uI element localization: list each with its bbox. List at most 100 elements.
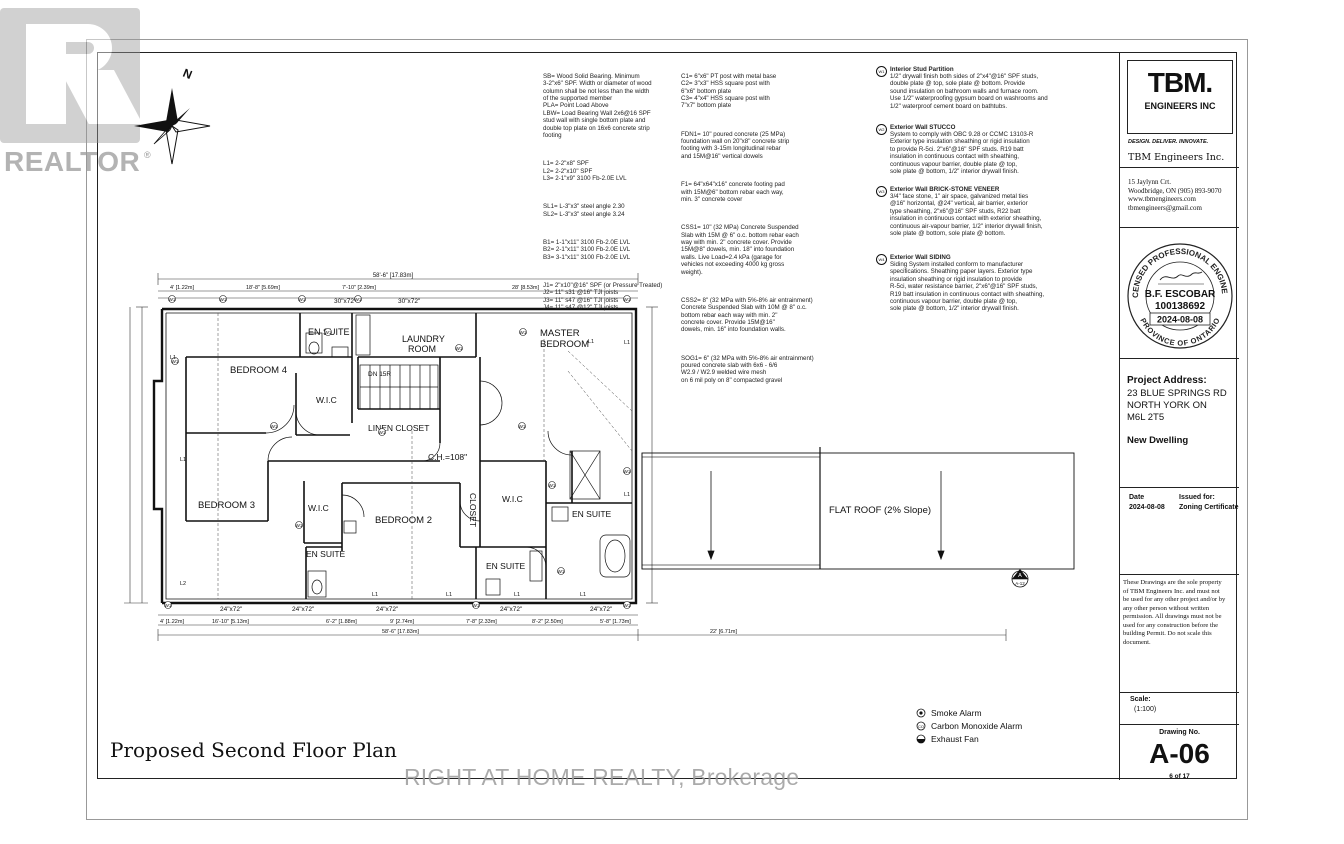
wall-body: 3/4" face stone, 1" air space, galvanize… xyxy=(890,193,1043,238)
room-laundry: LAUNDRY ROOM xyxy=(402,334,447,354)
window-tag: W1 xyxy=(325,330,332,335)
lintel-label: L1 xyxy=(170,355,176,361)
drawing-no-label: Drawing No. xyxy=(1159,729,1200,736)
scale-value: (1:100) xyxy=(1134,706,1157,713)
note-block: SB= Wood Solid Bearing. Minimum 3-2"x6" … xyxy=(543,72,652,140)
lintel-label: L1 xyxy=(580,592,586,598)
room-ensuite-left: EN SUITE xyxy=(306,549,346,559)
title-block: TBM. ENGINEERS INC DESIGN. DELIVER. INNO… xyxy=(1117,53,1239,780)
note-block: F1= 64"x64"x16" concrete footing pad wit… xyxy=(681,181,785,203)
room-master-line-1: MASTER xyxy=(540,328,580,339)
company-name: TBM Engineers Inc. xyxy=(1128,152,1225,163)
note-block: J1= 2"x10"@16" SPF (or Pressure Treated)… xyxy=(543,281,663,312)
legend-exhaust-fan: Exhaust Fan xyxy=(931,734,979,744)
note-block: L1= 2-2"x8" SPF L2= 2-2"x10" SPF L3= 2-1… xyxy=(543,160,627,183)
legend: Smoke Alarm CO Carbon Monoxide Alarm Exh… xyxy=(916,708,1022,744)
room-wic-1: W.I.C xyxy=(316,395,337,405)
date-value: 2024-08-08 xyxy=(1129,504,1165,511)
drawing-title: Proposed Second Floor Plan xyxy=(110,738,397,762)
project-address-line-2: NORTH YORK ON xyxy=(1127,400,1207,411)
project-address-line-3: M6L 2T5 xyxy=(1127,412,1165,423)
wall-tag-icon: W1 xyxy=(876,66,887,77)
window-bottom: 24"x72" xyxy=(292,606,315,613)
room-wic-2: W.I.C xyxy=(308,503,329,513)
lintel-labels: L1 L1 L1 L1 L1 L1 L1 L2 L1 L1 xyxy=(170,339,630,598)
section-sheet: A-12 xyxy=(1015,581,1025,586)
tagline: DESIGN. DELIVER. INNOVATE. xyxy=(1128,139,1209,145)
window-tag: W1 xyxy=(624,603,631,608)
window-tag: W1 xyxy=(624,469,631,474)
doors xyxy=(265,380,573,568)
dim-top-seg-1: 4' [1.22m] xyxy=(170,285,194,291)
note-block: CSS2= 8" (32 MPa with 5%-8% air entrainm… xyxy=(681,296,813,334)
window-tag: W1 xyxy=(624,297,631,302)
window-tag: W1 xyxy=(172,359,179,364)
window-tag: W1 xyxy=(549,483,556,488)
realtor-watermark: REALTOR ® xyxy=(0,0,170,190)
floor-plan-drawing: N 58'-6" [17.83m] 4' [1.22m] 18'-8" [5.6… xyxy=(110,66,1075,762)
scale-label: Scale: xyxy=(1130,696,1151,703)
lintel-label: L1 xyxy=(514,592,520,598)
realtor-wordmark: REALTOR xyxy=(4,146,141,177)
seal-date: 2024-08-08 xyxy=(1157,315,1203,325)
wall-title: Exterior Wall SIDING xyxy=(890,254,951,261)
window-top-1: 30"x72" xyxy=(334,298,357,305)
room-bedroom-4: BEDROOM 4 xyxy=(230,365,287,376)
window-tag: W1 xyxy=(379,430,386,435)
dim-top-seg-2: 18'-8" [5.69m] xyxy=(246,285,280,291)
project-address-label: Project Address: xyxy=(1127,375,1207,386)
bottom-dimension-lines xyxy=(124,306,1007,641)
wall-body: System to comply with OBC 9.28 or CCMC 1… xyxy=(890,131,1034,176)
overall-dim-top: 58'-6" [17.83m] xyxy=(373,273,414,279)
project-address-block: Project Address: 23 BLUE SPRINGS RD NORT… xyxy=(1120,359,1239,488)
window-tag: W1 xyxy=(296,523,303,528)
lintel-label: L2 xyxy=(180,581,186,587)
window-tag: W1 xyxy=(355,297,362,302)
room-master-line-2: BEDROOM xyxy=(540,339,589,350)
project-address-line-1: 23 BLUE SPRINGS RD xyxy=(1127,388,1227,399)
flat-roof xyxy=(641,447,1075,570)
note-block: SOG1= 6" (32 MPa with 5%-8% air entrainm… xyxy=(681,354,814,384)
seal-number: 100138692 xyxy=(1155,301,1205,312)
stair-label: DN 15R xyxy=(368,371,391,378)
bottom-window-labels: 24"x72" 24"x72" 24"x72" 24"x72" 24"x72" xyxy=(220,606,613,613)
date-label: Date xyxy=(1129,494,1145,501)
drawing-frame: TBM. ENGINEERS INC DESIGN. DELIVER. INNO… xyxy=(97,52,1239,780)
room-linen-closet: LINEN CLOSET xyxy=(368,423,429,433)
lintel-label: L1 xyxy=(446,592,452,598)
company-email: tbmengineers@gmail.com xyxy=(1128,203,1202,212)
legend-co-alarm: Carbon Monoxide Alarm xyxy=(931,721,1022,731)
section-marker-icon: A A-12 xyxy=(1011,569,1029,588)
note-block: CSS1= 10" (32 MPa) Concrete Suspended Sl… xyxy=(681,224,799,276)
note-block: FDN1= 10" poured concrete (25 MPa) found… xyxy=(681,130,790,160)
window-tag: W1 xyxy=(271,424,278,429)
window-tag: W1 xyxy=(519,424,526,429)
carbon-monoxide-alarm-icon xyxy=(916,721,926,731)
note-block: C1= 6"x6" PT post with metal base C2= 3"… xyxy=(681,72,777,110)
wall-tag-icon: W3 xyxy=(876,186,887,197)
legend-smoke-alarm: Smoke Alarm xyxy=(931,708,982,718)
drawing-number-block: Drawing No. A-06 6 of 17 xyxy=(1120,725,1239,780)
section-mark: A xyxy=(1018,573,1022,579)
scale-block: Scale: (1:100) xyxy=(1120,693,1239,725)
stair xyxy=(359,364,439,410)
window-bottom: 24"x72" xyxy=(590,606,613,613)
window-bottom: 24"x72" xyxy=(376,606,399,613)
dim-bottom-seg: 5'-8" [1.73m] xyxy=(600,619,631,625)
overall-dim-bottom: 58'-6" [17.83m] xyxy=(382,629,419,635)
ceiling-height: C.H.=108" xyxy=(428,452,467,462)
dim-bottom-seg: 4' [1.22m] xyxy=(160,619,184,625)
bottom-dims: 4' [1.22m] 16'-10" [5.13m] 6'-2" [1.88m]… xyxy=(160,619,738,635)
top-dimension-lines xyxy=(157,273,639,299)
lintel-label: L1 xyxy=(624,492,630,498)
room-master-bedroom: MASTER BEDROOM xyxy=(540,328,589,350)
wall-title: Exterior Wall STUCCO xyxy=(890,124,956,131)
brokerage-watermark: RIGHT AT HOME REALTY, Brokerage xyxy=(404,764,800,790)
notes-column-1: SB= Wood Solid Bearing. Minimum 3-2"x6" … xyxy=(543,58,662,319)
disclaimer-block: These Drawings are the sole property of … xyxy=(1120,575,1239,693)
company-web: www.tbmengineers.com xyxy=(1128,195,1196,204)
fixtures xyxy=(305,314,631,598)
realtor-logo-icon xyxy=(0,8,143,143)
window-tag: W1 xyxy=(520,330,527,335)
svg-text:CO: CO xyxy=(918,724,924,729)
